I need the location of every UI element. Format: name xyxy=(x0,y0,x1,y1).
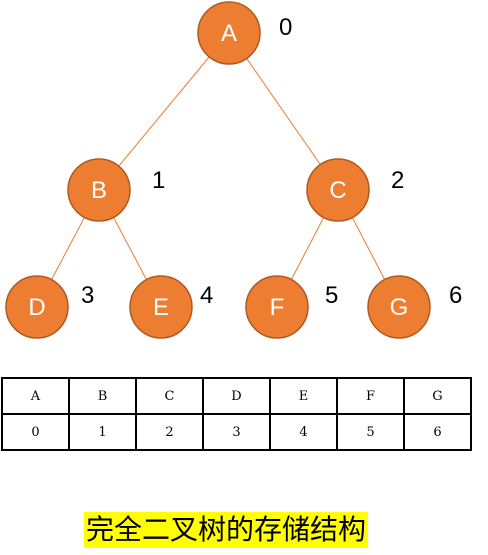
tree-node-circle xyxy=(197,1,261,65)
storage-array-table: A B C D E F G 0 1 2 3 4 5 6 xyxy=(1,377,472,451)
table-cell-letter: G xyxy=(403,377,472,415)
table-cell-letter: E xyxy=(269,377,338,415)
tree-edge-b-e xyxy=(113,217,147,280)
table-cell-index: 1 xyxy=(68,413,137,451)
table-cell-index: 0 xyxy=(1,413,70,451)
tree-node-index: 2 xyxy=(391,167,404,194)
tree-node-index: 5 xyxy=(325,282,338,309)
table-cell-letter: D xyxy=(202,377,271,415)
tree-node-circle xyxy=(306,158,370,222)
tree-edges xyxy=(51,56,386,280)
table-cell-letter: C xyxy=(135,377,204,415)
tree-node-label: G xyxy=(390,294,409,321)
tree-edge-c-f xyxy=(290,217,325,280)
tree-edge-c-g xyxy=(351,217,386,280)
tree-node-circle xyxy=(367,275,431,339)
table-row-letters: A B C D E F G xyxy=(1,377,472,415)
tree-node-label: C xyxy=(329,177,346,204)
table-cell-letter: A xyxy=(1,377,70,415)
tree-node-label: E xyxy=(153,294,169,321)
tree-node-circle xyxy=(245,275,309,339)
tree-edge-b-d xyxy=(51,217,85,280)
tree-edge-a-c xyxy=(246,58,321,165)
tree-node-circle xyxy=(129,275,193,339)
table-cell-letter: B xyxy=(68,377,137,415)
tree-node-label: F xyxy=(270,294,285,321)
table-cell-index: 2 xyxy=(135,413,204,451)
tree-node-label: A xyxy=(221,20,237,47)
table-cell-index: 3 xyxy=(202,413,271,451)
table-cell-index: 6 xyxy=(403,413,472,451)
tree-node-index: 3 xyxy=(81,282,94,309)
tree-node-label: D xyxy=(28,294,45,321)
table-row-indexes: 0 1 2 3 4 5 6 xyxy=(1,413,472,451)
tree-node-index: 4 xyxy=(200,282,213,309)
table-cell-index: 5 xyxy=(336,413,405,451)
diagram-caption: 完全二叉树的存储结构 xyxy=(84,512,369,548)
tree-edge-a-b xyxy=(118,56,210,167)
tree-node-circle xyxy=(5,275,69,339)
tree-node-label: B xyxy=(91,177,107,204)
tree-node-index: 6 xyxy=(449,282,462,309)
tree-node-index: 1 xyxy=(152,167,165,194)
table-cell-letter: F xyxy=(336,377,405,415)
tree-node-circle xyxy=(67,158,131,222)
tree-node-index: 0 xyxy=(279,14,292,41)
table-cell-index: 4 xyxy=(269,413,338,451)
